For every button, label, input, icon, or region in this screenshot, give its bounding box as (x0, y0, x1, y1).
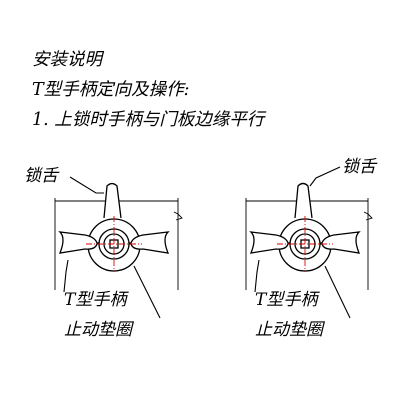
note-subtitle: T型手柄定向及操作: (32, 80, 190, 100)
label-washer-left: 止动垫圈 (64, 320, 135, 340)
t-handle-bar (58, 231, 170, 254)
t-handle-bar (249, 231, 361, 254)
break-symbol (173, 211, 183, 221)
leader-tongue (309, 166, 341, 187)
label-washer-right: 止动垫圈 (255, 320, 326, 340)
label-handle-left: T型手柄 (64, 290, 129, 310)
label-tongue-left: 锁舌 (24, 166, 60, 186)
label-tongue-right: 锁舌 (342, 157, 378, 177)
lock-tongue (103, 182, 122, 219)
centerlines (86, 216, 142, 272)
lock-assembly-right (245, 166, 373, 319)
note-title: 安装说明 (32, 50, 104, 70)
leader-handle (63, 259, 69, 293)
leader-tongue (69, 176, 104, 194)
leader-handle (254, 259, 260, 293)
label-handle-right: T型手柄 (255, 290, 320, 310)
centerlines (277, 216, 333, 272)
lock-assembly-left (54, 176, 183, 319)
leader-washer (133, 265, 161, 319)
break-symbol (363, 211, 373, 221)
lock-tongue (294, 182, 313, 219)
note-item-1: 1. 上锁时手柄与门板边缘平行 (32, 110, 267, 130)
leader-washer (324, 265, 351, 319)
